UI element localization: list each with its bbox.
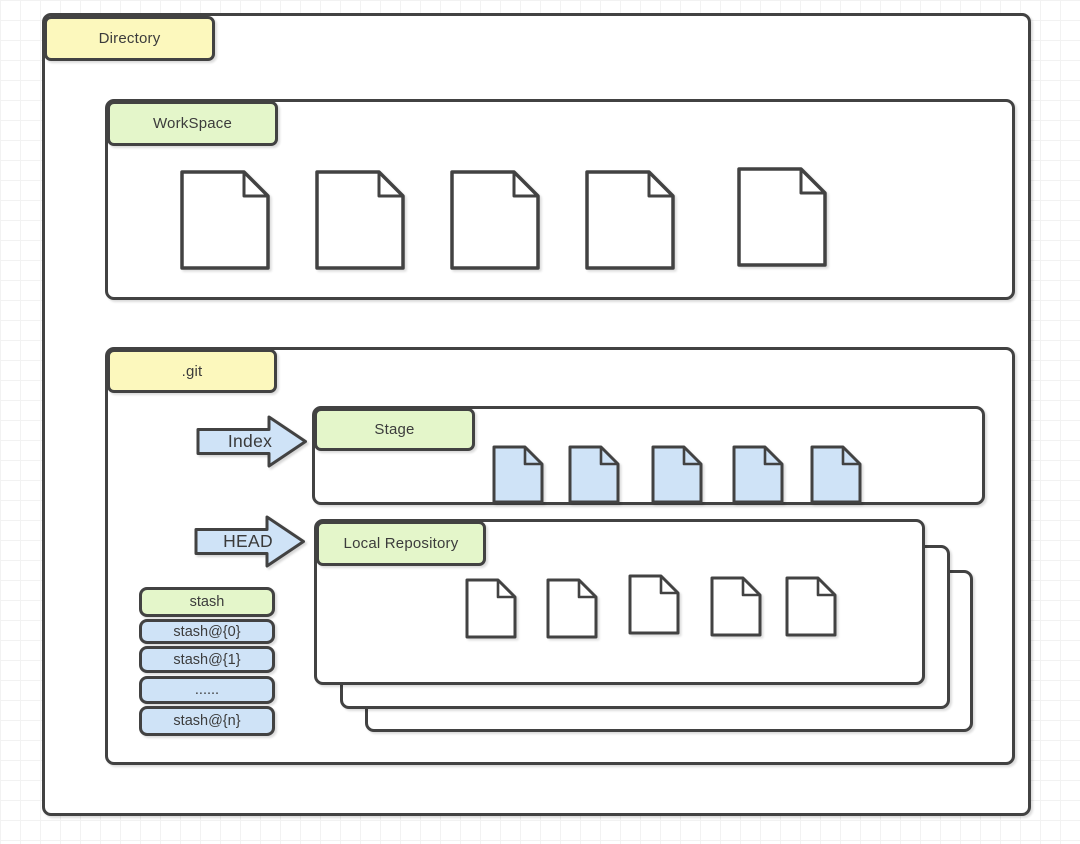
file-icon bbox=[315, 170, 405, 270]
stash-item-1: stash@{1} bbox=[139, 646, 275, 673]
git-label-text: .git bbox=[181, 362, 203, 380]
workspace-label: WorkSpace bbox=[107, 101, 278, 146]
file-icon bbox=[585, 170, 675, 270]
stash-item-text: ...... bbox=[194, 682, 220, 698]
stage-label-text: Stage bbox=[374, 421, 415, 438]
committed-file-icon bbox=[785, 576, 837, 637]
workspace-label-text: WorkSpace bbox=[152, 115, 233, 132]
stash-item-n: stash@{n} bbox=[139, 706, 275, 736]
stash-header-text: stash bbox=[189, 594, 225, 610]
stash-item-text: stash@{1} bbox=[173, 651, 241, 668]
local-repository-label-text: Local Repository bbox=[343, 535, 459, 552]
staged-file-icon bbox=[651, 445, 703, 504]
right-arrow-icon bbox=[194, 515, 305, 568]
local-repository-label: Local Repository bbox=[316, 521, 486, 566]
staged-file-icon bbox=[732, 445, 784, 504]
index-arrow: Index bbox=[196, 415, 308, 468]
stage-label: Stage bbox=[314, 408, 475, 451]
stash-item-text: stash@{n} bbox=[173, 713, 241, 729]
staged-file-icon bbox=[568, 445, 620, 504]
right-arrow-icon bbox=[196, 415, 307, 468]
index-arrow-label: Index bbox=[227, 431, 273, 451]
stash-header: stash bbox=[139, 587, 275, 617]
file-icon bbox=[450, 170, 540, 270]
staged-file-icon bbox=[492, 445, 544, 504]
git-label: .git bbox=[107, 349, 277, 393]
staged-file-icon bbox=[810, 445, 862, 504]
head-arrow-label: HEAD bbox=[223, 531, 273, 551]
directory-label-text: Directory bbox=[98, 30, 161, 47]
file-icon bbox=[737, 167, 827, 267]
committed-file-icon bbox=[628, 574, 680, 635]
head-arrow: HEAD bbox=[194, 515, 306, 568]
stash-item-0: stash@{0} bbox=[139, 619, 275, 644]
stash-item-ellipsis: ...... bbox=[139, 676, 275, 704]
stash-item-text: stash@{0} bbox=[173, 623, 241, 640]
committed-file-icon bbox=[546, 578, 598, 639]
directory-label: Directory bbox=[44, 16, 215, 61]
committed-file-icon bbox=[710, 576, 762, 637]
file-icon bbox=[180, 170, 270, 270]
committed-file-icon bbox=[465, 578, 517, 639]
